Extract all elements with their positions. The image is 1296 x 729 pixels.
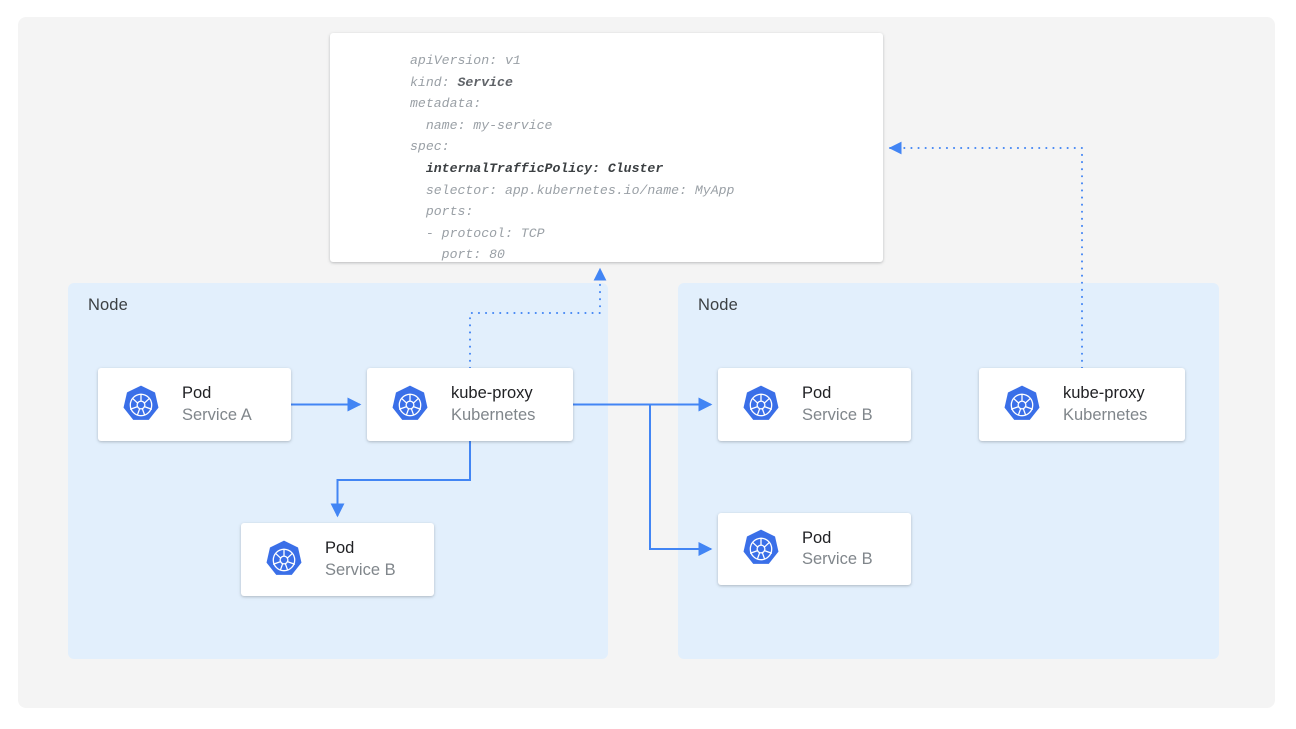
card-labels: Pod Service B: [802, 383, 873, 425]
code-line-protocol: - protocol: TCP: [410, 225, 545, 241]
code-line-selector: selector: app.kubernetes.io/name: MyApp: [410, 182, 735, 198]
code-line-internaltrafficpolicy: internalTrafficPolicy: Cluster: [425, 160, 664, 176]
card-labels: Pod Service A: [182, 383, 252, 425]
code-line-port: port: 80: [410, 247, 505, 262]
node-group-left: Node: [68, 283, 608, 659]
code-line-ports: ports:: [410, 204, 474, 220]
kubernetes-logo-icon: [263, 539, 305, 581]
card-title: Pod: [182, 384, 212, 403]
card-pod-service-b-upper-right[interactable]: Pod Service B: [718, 368, 911, 441]
card-labels: Pod Service B: [802, 528, 873, 570]
card-kube-proxy-left[interactable]: kube-proxy Kubernetes: [367, 368, 573, 441]
card-title: kube-proxy: [451, 384, 533, 403]
card-pod-service-a[interactable]: Pod Service A: [98, 368, 291, 441]
card-subtitle: Kubernetes: [1063, 405, 1148, 424]
card-labels: Pod Service B: [325, 538, 396, 580]
card-title: Pod: [802, 528, 832, 547]
card-labels: kube-proxy Kubernetes: [1063, 383, 1147, 425]
kubernetes-logo-icon: [740, 384, 782, 426]
kubernetes-logo-icon: [1001, 384, 1043, 426]
card-subtitle: Service B: [802, 405, 873, 424]
code-line-name: name: my-service: [410, 117, 553, 133]
card-title: Pod: [802, 384, 832, 403]
card-subtitle: Service A: [182, 405, 252, 424]
node-group-right: Node: [678, 283, 1219, 659]
card-labels: kube-proxy Kubernetes: [451, 383, 535, 425]
code-line-kind: kind: Service: [410, 74, 513, 90]
code-line-metadata: metadata:: [410, 96, 482, 112]
card-subtitle: Service B: [325, 560, 396, 579]
service-manifest-card: apiVersion: v1 kind: Service metadata: n…: [330, 33, 883, 262]
service-manifest-code: apiVersion: v1 kind: Service metadata: n…: [410, 50, 734, 262]
kubernetes-logo-icon: [389, 384, 431, 426]
card-subtitle: Kubernetes: [451, 405, 536, 424]
kubernetes-logo-icon: [740, 528, 782, 570]
card-kube-proxy-right[interactable]: kube-proxy Kubernetes: [979, 368, 1185, 441]
card-title: Pod: [325, 539, 355, 558]
code-line-spec: spec:: [410, 139, 450, 155]
card-title: kube-proxy: [1063, 384, 1145, 403]
node-label-left: Node: [88, 296, 128, 314]
node-label-right: Node: [698, 296, 738, 314]
card-pod-service-b-lower-right[interactable]: Pod Service B: [718, 513, 911, 585]
code-line-apiversion: apiVersion: v1: [410, 53, 521, 68]
card-pod-service-b-left[interactable]: Pod Service B: [241, 523, 434, 596]
kubernetes-logo-icon: [120, 384, 162, 426]
card-subtitle: Service B: [802, 550, 873, 568]
